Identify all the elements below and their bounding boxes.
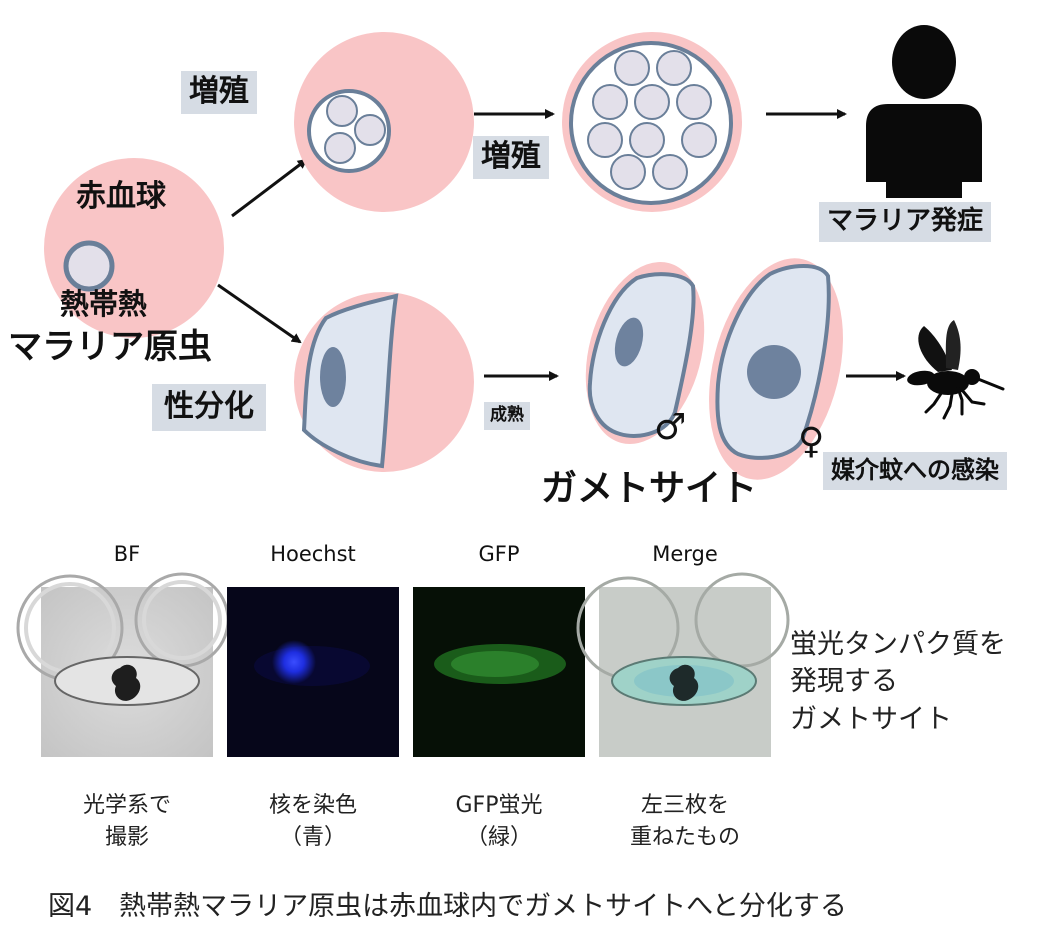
caption-merge-line2: 重ねたもの [629,824,740,850]
caption-bf: 光学系で 撮影 [41,790,213,854]
ring-stage-parasite [63,240,115,292]
female-symbol: ♀ [798,421,825,462]
panel-label-merge: Merge [652,542,718,566]
parasite-label-line1: 熱帯熱 [60,287,148,321]
caption-hoechst: 核を染色 （青） [227,790,399,854]
parasite-label-line2: マラリア原虫 [8,327,212,367]
gametocyte-label: ガメトサイト [541,468,758,509]
arrow-to-differentiation [217,283,302,344]
person-icon [866,25,982,198]
arrow-to-proliferation [231,158,308,218]
proliferation-label-1: 増殖 [181,71,257,114]
caption-hoechst-line2: （青） [279,824,346,850]
merge-micrograph [576,572,790,757]
panel-label-gfp: GFP [478,542,520,566]
figure-caption: 図4 熱帯熱マラリア原虫は赤血球内でガメトサイトへと分化する [48,891,847,922]
caption-bf-line2: 撮影 [104,824,149,850]
male-nucleus [614,317,644,367]
merozoites-large [587,50,717,190]
mosquito-infection-label: 媒介蚊への感染 [823,452,1007,490]
side-note: 蛍光タンパク質を 発現する ガメトサイト [790,626,1006,738]
panel-label-hoechst: Hoechst [270,542,356,566]
side-note-line3: ガメトサイト [790,703,952,735]
caption-gfp-line2: （緑） [465,824,532,850]
proliferation-label-2: 増殖 [473,136,549,179]
gametocyte-developing [301,293,399,469]
bf-micrograph [16,572,230,757]
side-note-line1: 蛍光タンパク質を [790,629,1006,660]
side-note-line2: 発現する [790,666,898,698]
caption-gfp: GFP蛍光 （緑） [413,790,585,854]
sexual-differentiation-label: 性分化 [152,384,266,431]
maturation-label: 成熟 [484,402,530,430]
gfp-micrograph [413,587,585,757]
malaria-onset-label: マラリア発症 [819,202,992,242]
caption-merge: 左三枚を 重ねたもの [599,790,771,854]
caption-hoechst-line1: 核を染色 [268,793,357,818]
mosquito-icon [907,320,1005,420]
male-gametocyte [587,272,696,438]
nucleus [320,347,346,407]
caption-bf-line1: 光学系で [82,793,171,818]
caption-merge-line1: 左三枚を [640,793,729,818]
panel-label-bf: BF [113,542,141,566]
female-nucleus [747,345,801,399]
merozoites-small [324,95,386,164]
hoechst-micrograph [227,587,399,757]
male-symbol: ♂ [654,407,687,448]
caption-gfp-line1: GFP蛍光 [455,793,543,818]
rbc-label: 赤血球 [76,179,166,214]
red-blood-cell [44,158,224,338]
